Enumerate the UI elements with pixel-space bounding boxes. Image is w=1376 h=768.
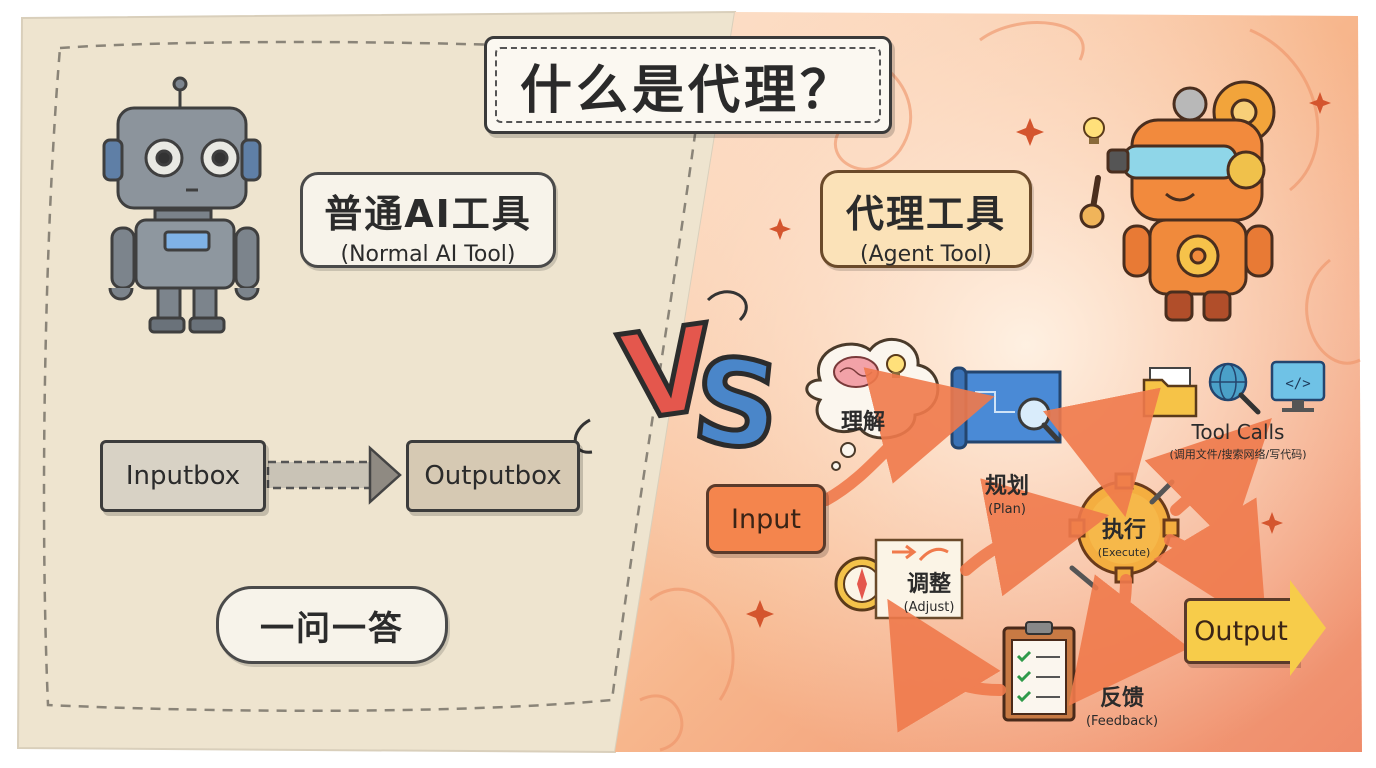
svg-text:</>: </>: [1285, 376, 1310, 392]
normal-robot-illustration: [102, 76, 262, 334]
arrow-input-to-plan: [820, 367, 995, 506]
tool-calls-label: Tool Calls (调用文件/搜索网络/写代码): [1169, 420, 1307, 461]
brain-icon: [833, 356, 879, 388]
normal-tool-bubble: 普通AI工具 (Normal AI Tool): [300, 172, 556, 268]
sparkle-icons: [746, 92, 1331, 628]
adjust-label: 调整 (Adjust): [903, 572, 955, 615]
execute-label: 执行 (Execute): [1097, 518, 1151, 559]
arrow-plan-to-execute: [1043, 387, 1161, 518]
title-banner: 什么是代理？: [484, 36, 892, 134]
arrow-feedback-to-adjust: [887, 598, 1006, 733]
agent-tool-subtitle: (Agent Tool): [859, 242, 992, 267]
plan-label: 规划 (Plan): [984, 474, 1029, 517]
feedback-label: 反馈 (Feedback): [1085, 686, 1159, 729]
outputbox: Outputbox: [406, 440, 580, 512]
code-monitor-icon: </>: [1270, 360, 1326, 412]
svg-text:S: S: [687, 331, 786, 477]
normal-tool-title: 普通AI工具: [324, 192, 532, 236]
agent-flow-arrows: [820, 367, 1272, 733]
normal-tool-subtitle: (Normal AI Tool): [340, 242, 516, 267]
inputbox-label: Inputbox: [125, 461, 241, 491]
qa-mode-label: 一问一答: [260, 608, 404, 649]
arrow-adjust-to-execute: [960, 478, 1110, 597]
svg-text:V: V: [613, 298, 723, 447]
agent-input-label: Input: [731, 503, 801, 535]
agent-tool-bubble: 代理工具 (Agent Tool): [820, 170, 1032, 268]
outputbox-label: Outputbox: [424, 461, 562, 491]
page-title: 什么是代理？: [495, 47, 881, 123]
agent-robot-illustration: [1079, 80, 1276, 322]
globe-search-icon: [1208, 362, 1261, 415]
inputbox: Inputbox: [100, 440, 266, 512]
arrow-execute-to-output: [1153, 497, 1267, 632]
vs-emblem: V S: [573, 290, 789, 479]
agent-input-box: Input: [706, 484, 826, 554]
agent-tool-title: 代理工具: [845, 192, 1006, 236]
bulb-icon: [1083, 117, 1105, 144]
clipboard-checklist-icon: [1002, 621, 1076, 722]
folder-icon: [1142, 367, 1198, 418]
agent-output-arrow: Output: [1184, 598, 1298, 664]
arrow-execute-to-feedback: [1068, 574, 1190, 706]
agent-output-label: Output: [1194, 615, 1288, 647]
normal-flow-arrow: [266, 445, 402, 505]
understand-label: 理解: [840, 410, 885, 435]
blueprint-map-icon: [950, 366, 1062, 450]
agent-output-arrowhead: [1290, 580, 1326, 676]
qa-mode-bubble: 一问一答: [216, 586, 448, 664]
decorative-swirls: [639, 21, 1361, 752]
